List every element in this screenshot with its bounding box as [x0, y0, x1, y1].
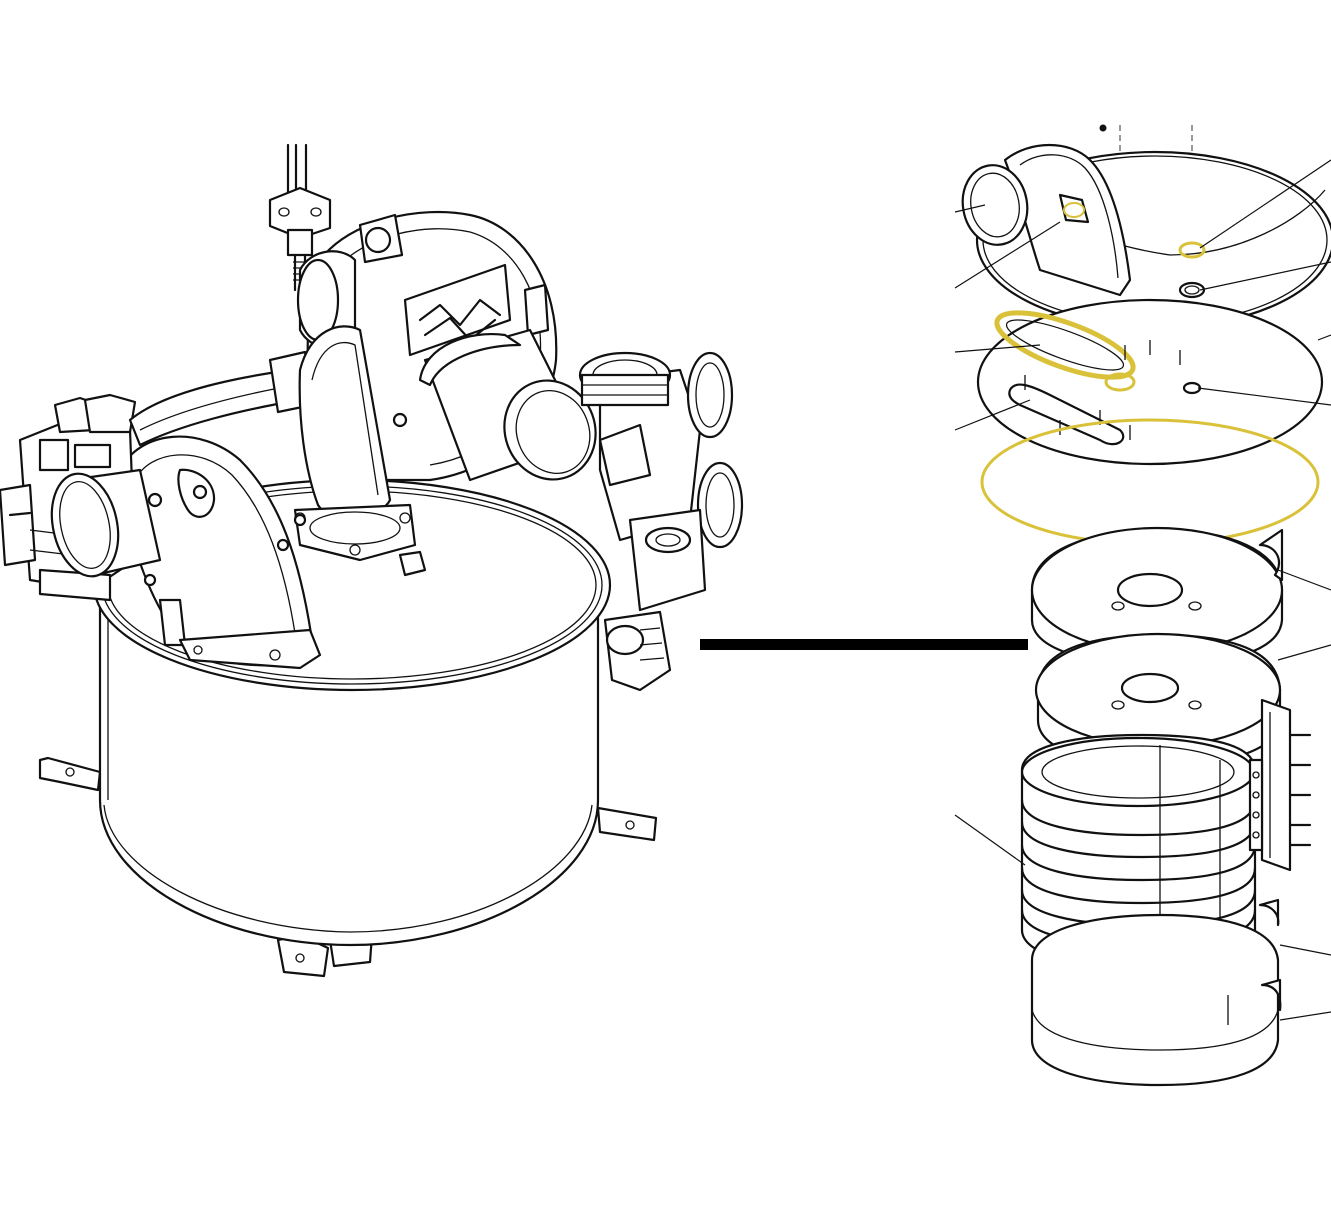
- connector-bar: [700, 639, 1028, 650]
- mounting-foot-right: [596, 806, 658, 842]
- top-gasket-ring: [1178, 241, 1206, 259]
- burner-gasket: [994, 310, 1136, 380]
- coil-manifold: [1248, 698, 1312, 872]
- pressure-switch: [603, 610, 672, 692]
- exploded-burner-elbow: [961, 144, 1132, 297]
- gas-inlet-rod: [268, 143, 332, 292]
- bottom-shell: [1030, 898, 1282, 1087]
- top-port: [1178, 281, 1206, 299]
- pump-assembly: [578, 351, 744, 612]
- intake-pipe-left: [50, 468, 162, 578]
- left-burner-elbow: [118, 435, 322, 670]
- rim-bolts: [143, 492, 307, 587]
- exploded-parts-drawing: [954, 124, 1331, 1087]
- connecting-pipe: [128, 350, 314, 447]
- baffle-disc-lower: [1034, 632, 1282, 767]
- mounting-foot-left: [38, 756, 102, 792]
- assembled-heater-drawing: [0, 143, 744, 978]
- heat-exchanger-coil: [1020, 733, 1257, 970]
- leader-lines: [954, 159, 1331, 1021]
- burner-plate: [976, 298, 1324, 466]
- blower-elbow: [293, 325, 427, 577]
- blower-motor: [418, 328, 597, 482]
